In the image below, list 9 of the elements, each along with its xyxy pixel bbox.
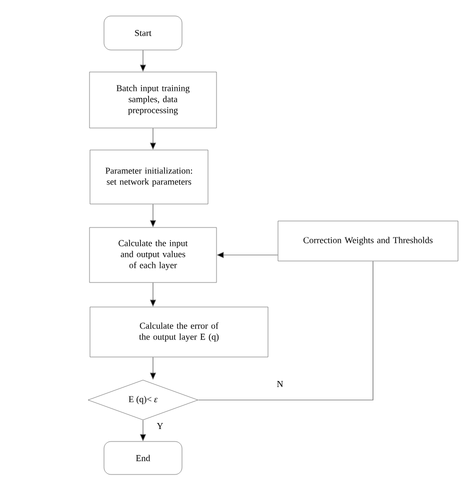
process-box: Correction Weights and Thresholds	[278, 220, 458, 262]
process-box: Batch input training samples, data preprocessing	[89, 72, 217, 128]
edge-label: N	[276, 380, 284, 388]
process-box: Parameter initialization: set network parameters	[90, 150, 208, 204]
process-box: Calculate the input and output values of each layer	[89, 227, 217, 283]
terminal-box: End	[104, 441, 182, 475]
edge-label: Y	[156, 422, 164, 430]
process-box: Calculate the error of the output layer E (q)	[90, 306, 268, 358]
terminal-box: Start	[104, 16, 182, 50]
